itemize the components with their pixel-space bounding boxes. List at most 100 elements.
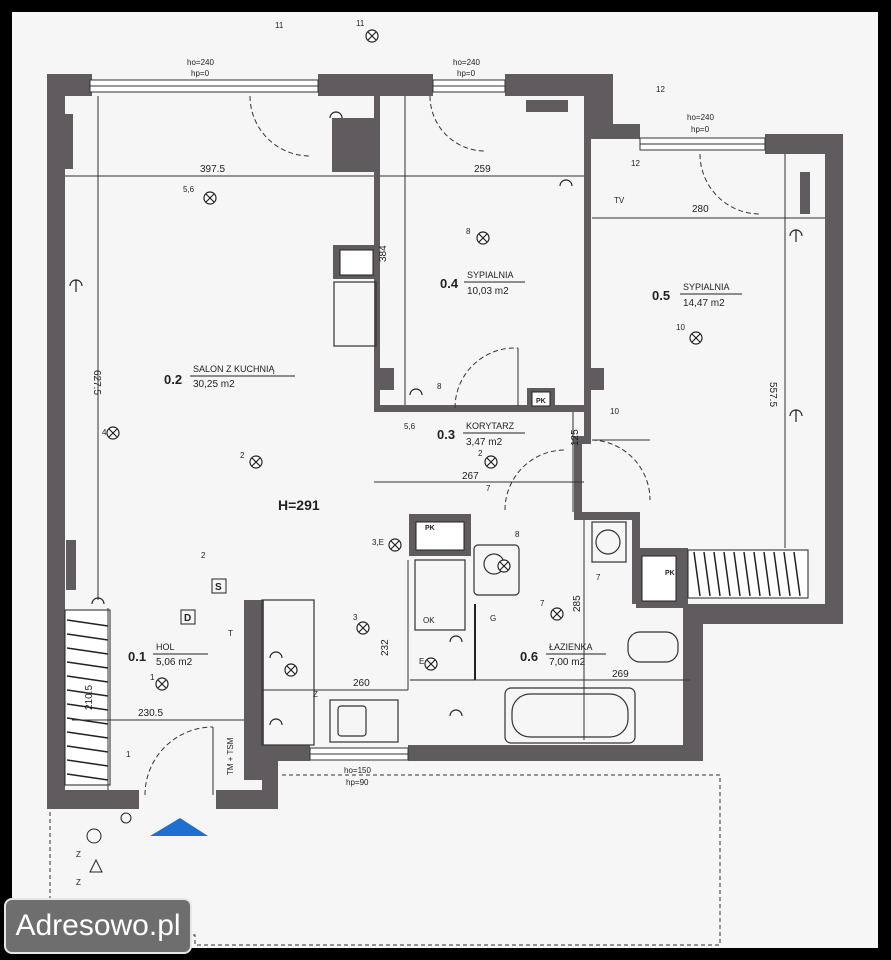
lamp-icon bbox=[689, 331, 703, 345]
room-0-5-label: 0.5 SYPIALNIA 14,47 m2 bbox=[652, 282, 742, 309]
svg-text:259: 259 bbox=[474, 164, 491, 175]
svg-text:hp=0: hp=0 bbox=[457, 69, 476, 78]
svg-text:4: 4 bbox=[102, 428, 107, 437]
room-number: 0.2 bbox=[164, 372, 182, 387]
svg-text:210.5: 210.5 bbox=[84, 685, 95, 710]
svg-text:ho=240: ho=240 bbox=[187, 58, 214, 67]
room-area: 10,03 m2 bbox=[467, 286, 509, 297]
lamp-icon bbox=[203, 191, 217, 205]
room-name: SYPIALNIA bbox=[683, 282, 730, 292]
svg-text:hp=90: hp=90 bbox=[346, 778, 369, 787]
svg-text:7: 7 bbox=[540, 599, 545, 608]
lamp-icon bbox=[388, 538, 402, 552]
room-name: SALON Z KUCHNIĄ bbox=[193, 364, 276, 374]
svg-text:12: 12 bbox=[631, 159, 640, 168]
svg-text:3,E: 3,E bbox=[372, 538, 384, 547]
lamp-icon bbox=[476, 231, 490, 245]
room-0-4-label: 0.4 SYPIALNIA 10,03 m2 bbox=[440, 270, 525, 297]
svg-text:PK: PK bbox=[665, 570, 675, 577]
socket-icons bbox=[69, 111, 803, 726]
svg-text:267: 267 bbox=[462, 471, 479, 482]
room-0-1-label: 0.1 HOL 5,06 m2 bbox=[128, 642, 208, 668]
svg-text:280: 280 bbox=[692, 204, 709, 215]
svg-text:OK: OK bbox=[423, 616, 435, 625]
svg-text:3: 3 bbox=[353, 613, 358, 622]
outer-walls bbox=[47, 74, 843, 809]
dimension-lines bbox=[65, 96, 825, 790]
room-number: 0.1 bbox=[128, 649, 146, 664]
svg-text:Z: Z bbox=[313, 690, 318, 699]
room-name: ŁAZIENKA bbox=[549, 642, 593, 652]
room-area: 3,47 m2 bbox=[466, 437, 503, 448]
room-0-2-label: 0.2 SALON Z KUCHNIĄ 30,25 m2 bbox=[164, 364, 295, 390]
svg-text:230.5: 230.5 bbox=[138, 708, 163, 719]
entrance-arrow-icon bbox=[150, 818, 208, 836]
ceiling-height-label: H=291 bbox=[278, 497, 320, 513]
svg-text:G: G bbox=[490, 614, 496, 623]
room-name: SYPIALNIA bbox=[467, 270, 514, 280]
svg-text:7: 7 bbox=[596, 573, 601, 582]
svg-text:10: 10 bbox=[610, 407, 619, 416]
dimension-labels: 397.5 627.5 259 384 280 557.5 267 125 26… bbox=[84, 164, 778, 719]
svg-text:ho=240: ho=240 bbox=[453, 58, 480, 67]
lamp-icon bbox=[155, 677, 169, 691]
svg-text:7: 7 bbox=[486, 484, 491, 493]
svg-text:232: 232 bbox=[380, 639, 391, 656]
svg-text:11: 11 bbox=[356, 19, 365, 28]
windows bbox=[89, 79, 766, 761]
svg-text:11: 11 bbox=[275, 21, 284, 30]
door-swings bbox=[144, 95, 761, 796]
lamp-icon bbox=[424, 657, 438, 671]
svg-text:384: 384 bbox=[378, 245, 389, 262]
svg-text:PK: PK bbox=[536, 398, 546, 405]
svg-text:TM + TSM: TM + TSM bbox=[226, 737, 235, 775]
svg-text:Z: Z bbox=[76, 878, 81, 887]
svg-text:hp=0: hp=0 bbox=[191, 69, 210, 78]
svg-text:T: T bbox=[228, 629, 233, 638]
lamp-icon bbox=[550, 607, 564, 621]
distribution-board-label: D bbox=[184, 613, 191, 624]
lamp-icon bbox=[497, 559, 511, 573]
lamp-icon bbox=[484, 455, 498, 469]
room-number: 0.5 bbox=[652, 288, 670, 303]
window-labels: ho=240 hp=0 ho=240 hp=0 ho=240 hp=0 ho=1… bbox=[187, 58, 714, 787]
smoke-sensor-label: S bbox=[215, 582, 222, 593]
room-area: 30,25 m2 bbox=[193, 379, 235, 390]
room-name: HOL bbox=[156, 642, 175, 652]
room-name: KORYTARZ bbox=[466, 421, 515, 431]
room-number: 0.6 bbox=[520, 649, 538, 664]
room-0-3-label: 0.3 KORYTARZ 3,47 m2 bbox=[437, 421, 525, 448]
svg-text:260: 260 bbox=[353, 678, 370, 689]
lamp-icon bbox=[106, 426, 120, 440]
svg-text:557.5: 557.5 bbox=[767, 382, 778, 407]
svg-text:8: 8 bbox=[466, 227, 471, 236]
svg-text:397.5: 397.5 bbox=[200, 164, 225, 175]
outdoor-lamp-icon bbox=[86, 828, 102, 844]
symbol-labels: S D PK PK PK TV OK G E Z Z Z TM + TSM T bbox=[76, 196, 675, 887]
svg-text:1: 1 bbox=[126, 750, 131, 759]
doorbell-icon bbox=[120, 812, 132, 824]
radiator-bedroom bbox=[687, 549, 809, 599]
room-area: 14,47 m2 bbox=[683, 298, 725, 309]
svg-text:PK: PK bbox=[425, 525, 435, 532]
svg-text:285: 285 bbox=[572, 595, 583, 612]
lamp-icon bbox=[356, 621, 370, 635]
svg-text:12: 12 bbox=[656, 85, 665, 94]
svg-text:2: 2 bbox=[240, 451, 245, 460]
svg-text:5,6: 5,6 bbox=[404, 422, 416, 431]
svg-text:1: 1 bbox=[150, 673, 155, 682]
svg-text:TV: TV bbox=[614, 196, 625, 205]
room-area: 7,00 m2 bbox=[549, 657, 586, 668]
svg-text:10: 10 bbox=[676, 323, 685, 332]
svg-text:125: 125 bbox=[570, 429, 581, 446]
svg-text:5,6: 5,6 bbox=[183, 185, 195, 194]
svg-text:627.5: 627.5 bbox=[91, 370, 102, 395]
paper-background bbox=[12, 12, 878, 948]
watermark-badge: Adresowo.pl bbox=[4, 898, 192, 954]
svg-text:ho=150: ho=150 bbox=[344, 766, 371, 775]
antenna-icon bbox=[89, 858, 103, 873]
circuit-numbers: 5,6 8 10 4 2 2 11 11 3 7 1 3,E 12 12 10 … bbox=[102, 19, 685, 759]
svg-text:269: 269 bbox=[612, 669, 629, 680]
room-0-6-label: 0.6 ŁAZIENKA 7,00 m2 bbox=[520, 642, 606, 668]
svg-text:8: 8 bbox=[437, 382, 442, 391]
